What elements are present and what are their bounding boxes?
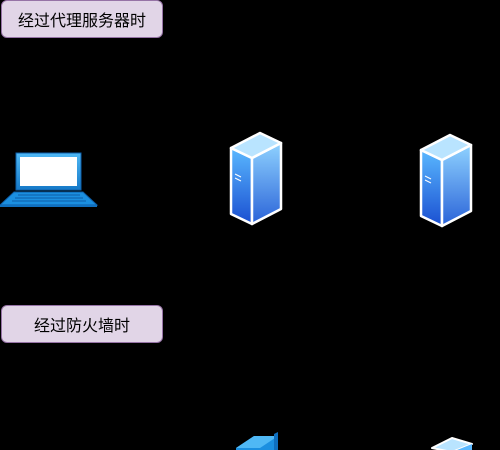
firewall-icon [236,432,278,450]
section-label-firewall: 经过防火墙时 [1,305,163,343]
section-label-proxy-server: 经过代理服务器时 [1,0,163,38]
laptop-icon [0,152,99,207]
proxy-server-icon [229,131,283,226]
target-server-icon [419,133,473,228]
firewall-target-server-icon [431,437,473,450]
